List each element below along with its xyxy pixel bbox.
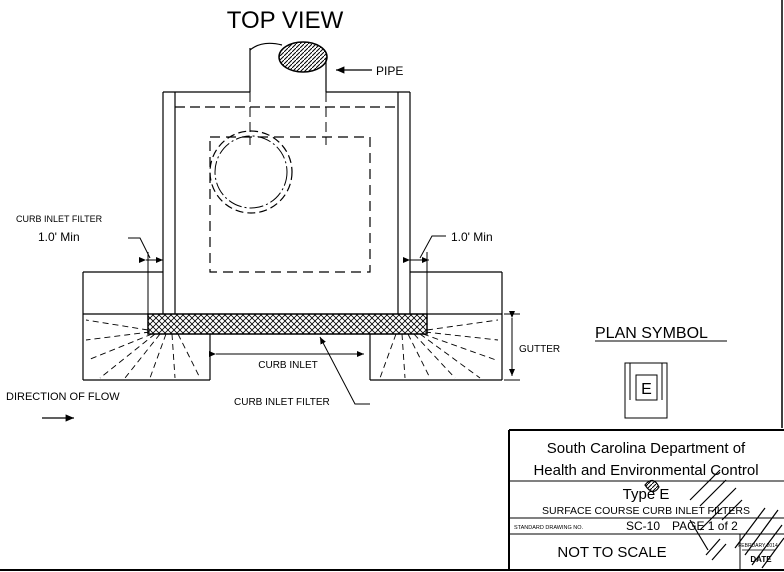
plan-symbol-letter: E <box>641 381 652 398</box>
plan-symbol-title: PLAN SYMBOL <box>595 325 708 342</box>
drawing-subtitle: SURFACE COURSE CURB INLET FILTERS <box>542 505 750 517</box>
title-block <box>508 429 784 570</box>
curb-inlet-filter-top-label: CURB INLET FILTER <box>16 214 103 224</box>
gutter-dimension <box>504 311 520 381</box>
curb-inlet-filter-bottom-label: CURB INLET FILTER <box>234 397 330 408</box>
drawing-type: Type E <box>623 486 670 503</box>
drawing-number: SC-10 <box>626 519 660 533</box>
drawing-title: TOP VIEW <box>227 7 344 34</box>
pipe-label: PIPE <box>376 64 403 78</box>
curb-inlet-opening <box>209 334 371 380</box>
pipe <box>249 41 328 145</box>
pipe-opening <box>209 130 293 214</box>
filter-leader-bottom <box>319 336 370 405</box>
agency-line1: South Carolina Department of <box>547 440 746 457</box>
curb-inlet-label: CURB INLET <box>258 360 317 371</box>
inlet-box <box>162 91 411 314</box>
date-label: DATE <box>750 555 772 564</box>
min-left-label: 1.0' Min <box>38 230 80 244</box>
plan-symbol-icon <box>624 362 668 419</box>
gutter-flow-lines-left <box>85 319 201 379</box>
gutter-flow-lines-right <box>379 319 499 379</box>
min-dimension-left <box>128 237 163 314</box>
date-month: FEBRUARY 2014 <box>738 543 778 549</box>
scale-note: NOT TO SCALE <box>557 544 666 561</box>
min-dimension-right <box>403 235 446 314</box>
agency-line2: Health and Environmental Control <box>533 462 758 479</box>
direction-of-flow-label: DIRECTION OF FLOW <box>6 391 120 403</box>
curb-inlet-filter <box>147 313 428 335</box>
page-number: PAGE 1 of 2 <box>672 519 738 533</box>
min-right-label: 1.0' Min <box>451 230 493 244</box>
curb <box>82 271 503 381</box>
gutter-label: GUTTER <box>519 344 560 355</box>
approval-stamp <box>644 469 784 569</box>
standard-drawing-label: STANDARD DRAWING NO. <box>514 525 584 531</box>
